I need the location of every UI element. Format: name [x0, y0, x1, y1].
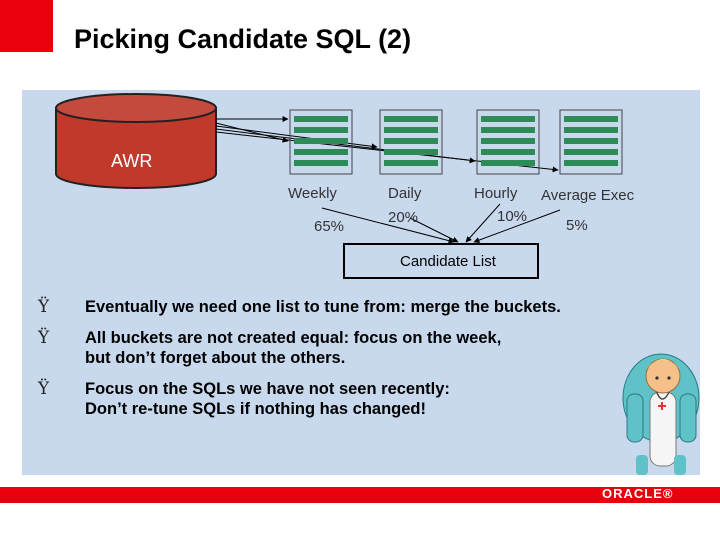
bucket-average-exec-percent: 5%: [566, 217, 588, 234]
footer-red-bar: [0, 487, 720, 503]
bucket-hourly-list-icon: [476, 109, 540, 175]
bullet-text: Eventually we need one list to tune from…: [85, 298, 561, 316]
brand-red-square: [0, 0, 53, 52]
bucket-to-list-arrows: [321, 203, 561, 244]
bullet-marker: Ÿ: [38, 379, 50, 399]
bucket-average-exec-label: Average Exec: [541, 187, 635, 204]
bucket-daily-label: Daily: [388, 185, 422, 202]
bullet-list: Ÿ Eventually we need one list to tune fr…: [38, 297, 678, 430]
bucket-daily-percent: 20%: [388, 209, 418, 226]
bucket-hourly-percent: 10%: [497, 208, 527, 225]
bucket-weekly-label: Weekly: [288, 185, 337, 202]
bullet-text: Focus on the SQLs we have not seen recen…: [85, 380, 450, 418]
bucket-diagram: AWR: [55, 93, 635, 279]
bucket-weekly-percent: 65%: [314, 218, 344, 235]
bullet-item: Ÿ Focus on the SQLs we have not seen rec…: [38, 379, 678, 419]
awr-label: AWR: [111, 151, 152, 171]
bucket-hourly-label: Hourly: [474, 185, 518, 202]
awr-database-icon: [55, 93, 217, 189]
bucket-average-exec-list-icon: [559, 109, 623, 175]
bucket-weekly-list-icon: [289, 109, 353, 175]
bullet-item: Ÿ Eventually we need one list to tune fr…: [38, 297, 678, 317]
bullet-text: All buckets are not created equal: focus…: [85, 329, 502, 367]
content-panel: AWR: [22, 90, 700, 475]
candidate-list-box: [343, 243, 539, 279]
bucket-daily-list-icon: [379, 109, 443, 175]
bullet-marker: Ÿ: [38, 297, 50, 317]
slide-title: Picking Candidate SQL (2): [74, 24, 412, 54]
candidate-list-label: Candidate List: [400, 253, 497, 270]
oracle-logo: ORACLE®: [602, 486, 674, 501]
bullet-item: Ÿ All buckets are not created equal: foc…: [38, 328, 678, 368]
bullet-marker: Ÿ: [38, 328, 50, 348]
